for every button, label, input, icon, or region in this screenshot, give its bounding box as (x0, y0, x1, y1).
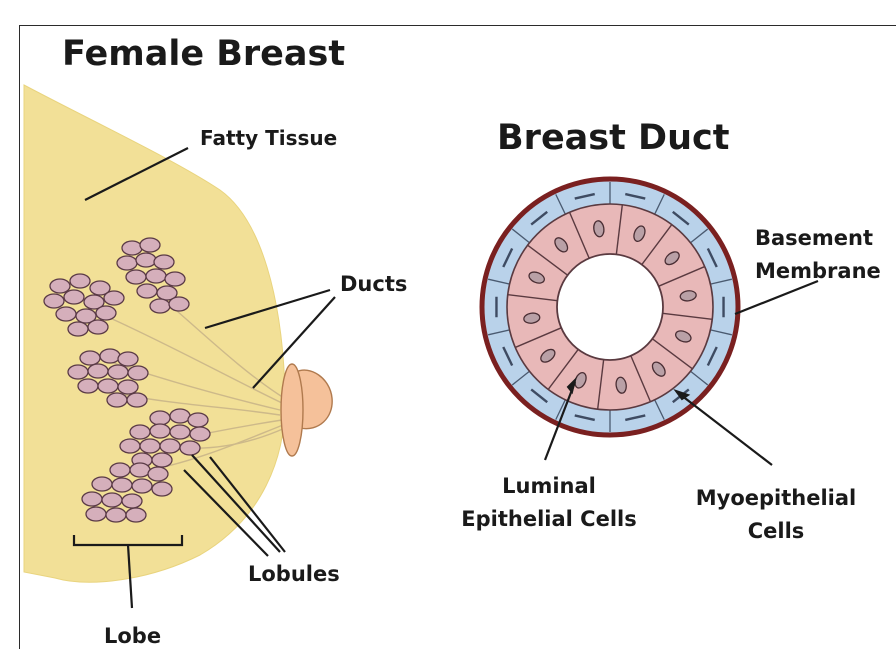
nipple (281, 364, 332, 456)
myoepithelial-leader (677, 392, 772, 465)
myo-label-line1: Myoepithelial (676, 482, 876, 515)
basement-membrane-label-line1: Basement (755, 222, 881, 255)
fatty-tissue-label: Fatty Tissue (200, 122, 337, 155)
lobules-label: Lobules (248, 558, 340, 591)
duct-lumen (557, 254, 663, 360)
basement-membrane-label: Basement Membrane (755, 222, 881, 288)
fatty-tissue-region (24, 85, 285, 582)
lobe-label: Lobe (104, 620, 161, 653)
ducts-label: Ducts (340, 268, 407, 301)
right-title: Breast Duct (497, 118, 730, 158)
luminal-label-line1: Luminal (458, 470, 640, 503)
luminal-label-line2: Epithelial Cells (458, 503, 640, 536)
left-title: Female Breast (62, 34, 345, 74)
myoepithelial-label: Myoepithelial Cells (676, 482, 876, 548)
luminal-epithelial-label: Luminal Epithelial Cells (458, 470, 640, 536)
basement-membrane-label-line2: Membrane (755, 255, 881, 288)
myo-label-line2: Cells (676, 515, 876, 548)
duct-cross-section (482, 179, 738, 435)
